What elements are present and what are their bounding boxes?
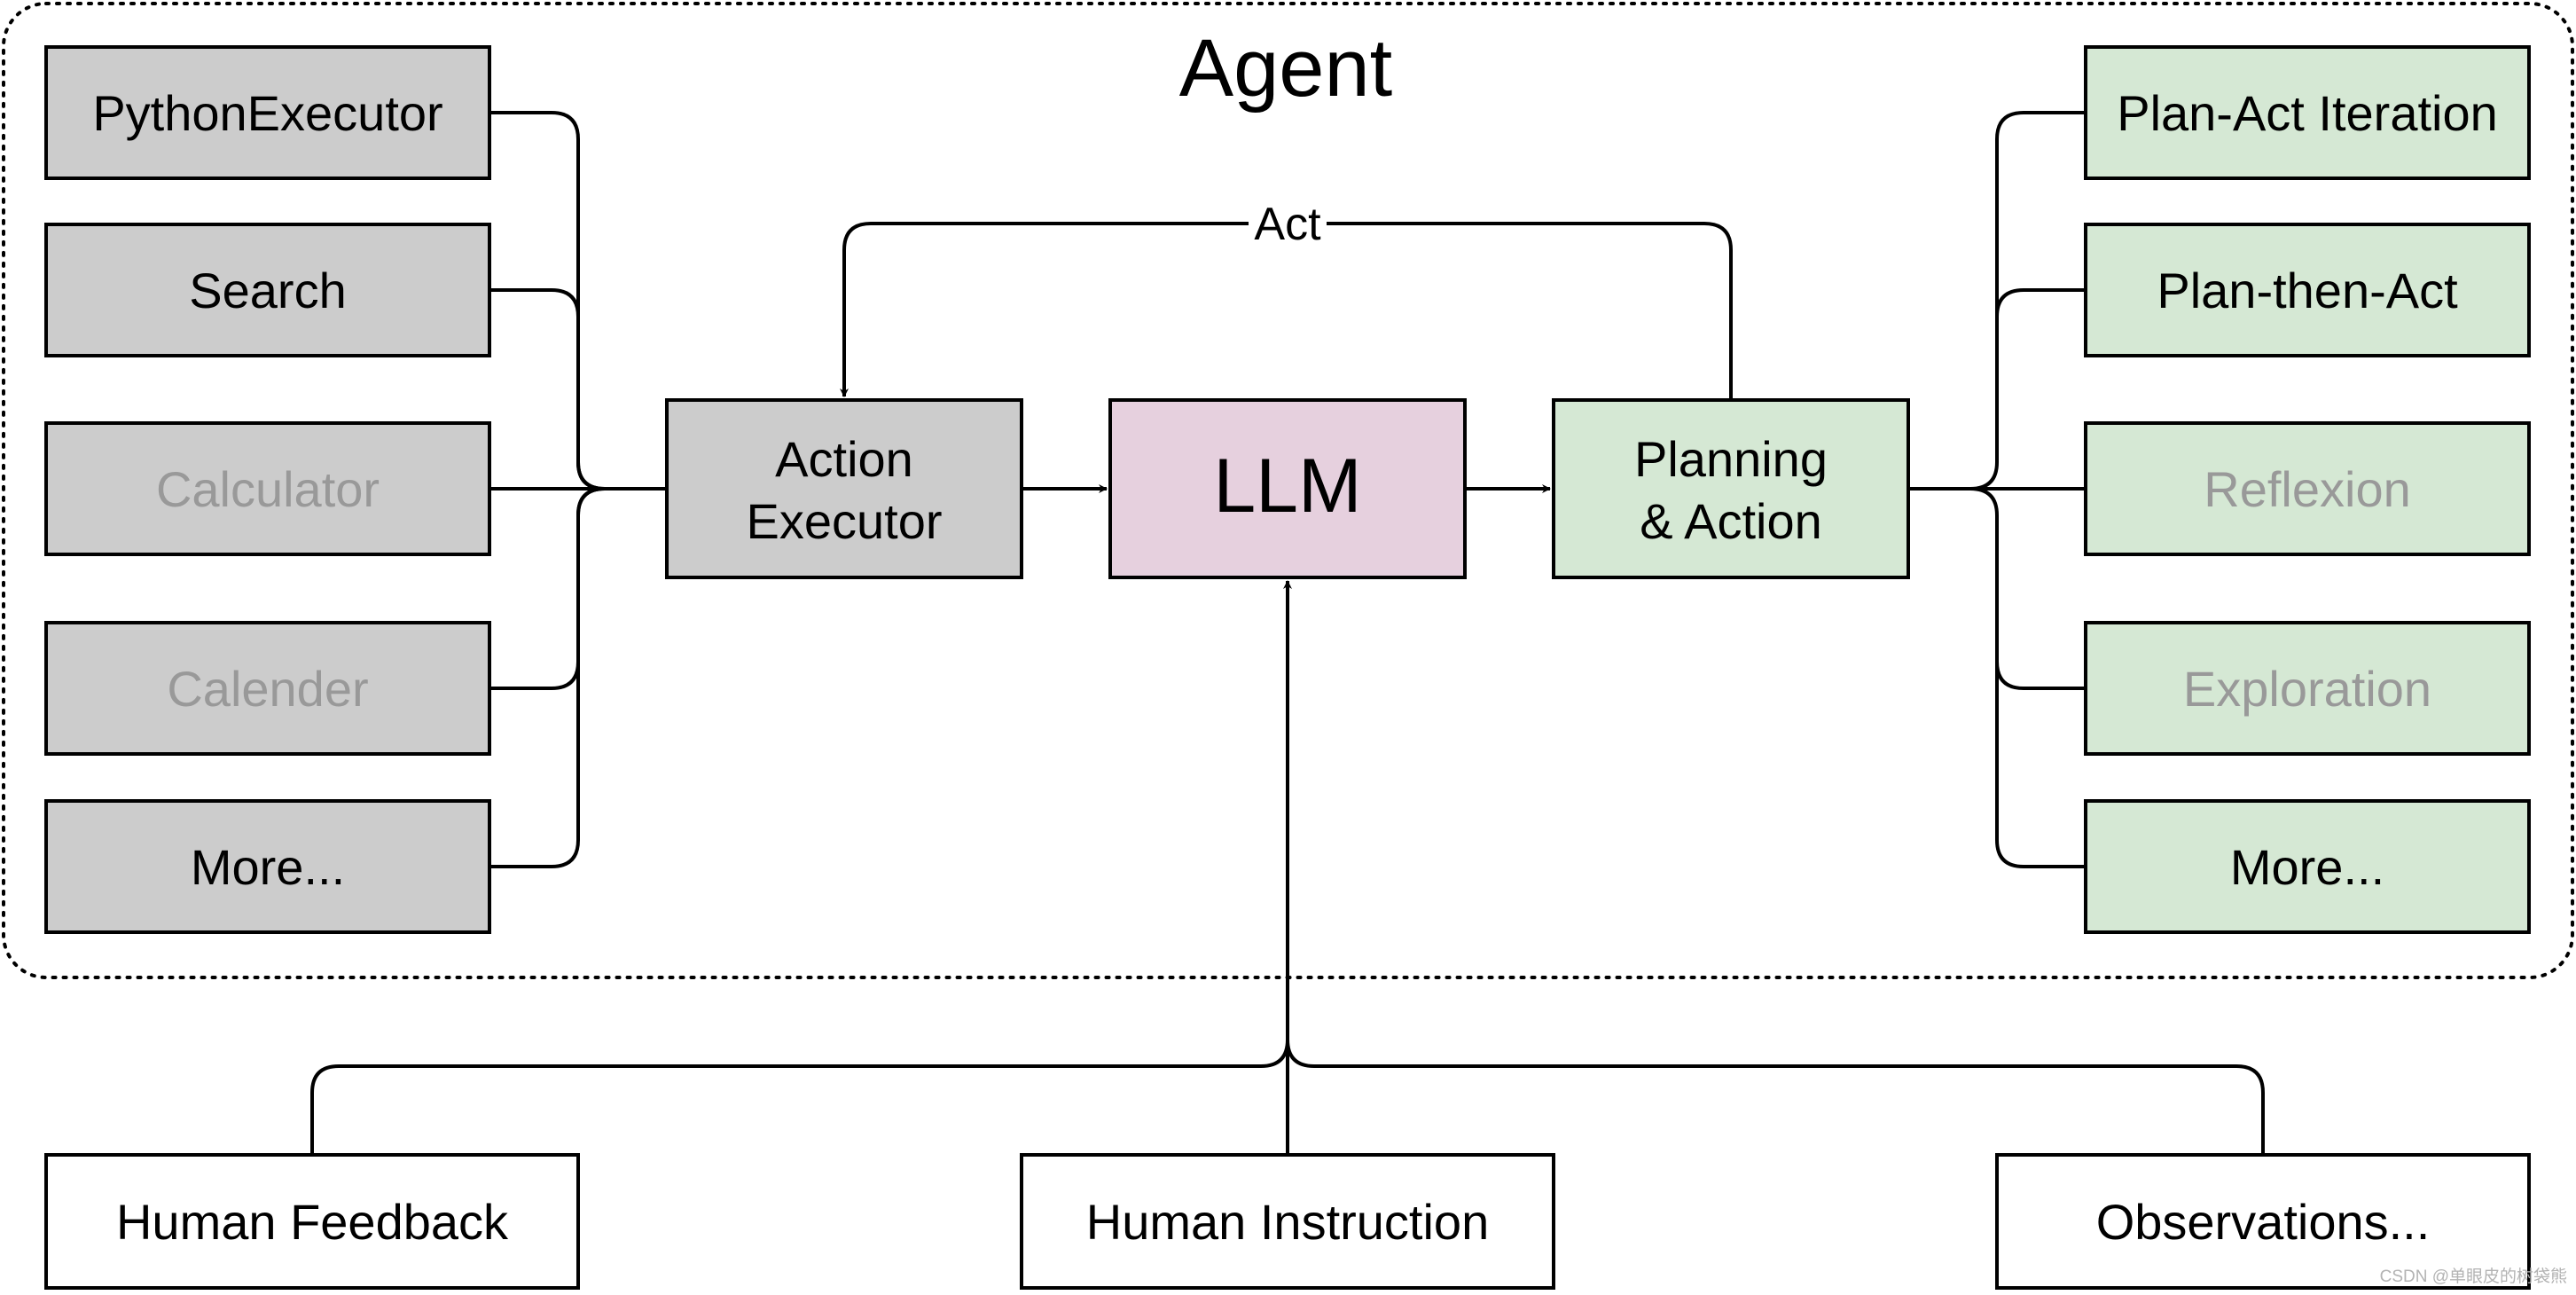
- tool-box-calculator[interactable]: Calculator: [44, 421, 491, 556]
- llm-box[interactable]: LLM: [1108, 398, 1467, 579]
- agent-title: Agent: [1179, 23, 1392, 114]
- input-box-human-instruction[interactable]: Human Instruction: [1020, 1153, 1555, 1290]
- strategy-box-plan-act-iteration[interactable]: Plan-Act Iteration: [2084, 45, 2531, 180]
- tool-label: Calculator: [156, 461, 380, 517]
- strategy-box-exploration[interactable]: Exploration: [2084, 621, 2531, 756]
- tool-label: PythonExecutor: [92, 85, 442, 141]
- llm-label: LLM: [1213, 443, 1361, 529]
- strategy-box-plan-then-act[interactable]: Plan-then-Act: [2084, 223, 2531, 357]
- strategy-connectors: [1908, 111, 2086, 868]
- tool-label: Calender: [167, 661, 368, 717]
- tool-label: Search: [189, 263, 346, 318]
- strategy-label: Plan-then-Act: [2157, 263, 2458, 318]
- tool-label: More...: [191, 839, 345, 895]
- input-box-human-feedback[interactable]: Human Feedback: [44, 1153, 580, 1290]
- strategy-label: Plan-Act Iteration: [2117, 85, 2498, 141]
- act-label-bg: [1249, 197, 1327, 250]
- input-connectors: [310, 580, 2265, 1155]
- tool-box-search[interactable]: Search: [44, 223, 491, 357]
- act-label: Act: [1254, 199, 1321, 250]
- planning-action-label-line1: Planning: [1634, 431, 1828, 487]
- tool-box-more[interactable]: More...: [44, 799, 491, 934]
- strategy-label: Exploration: [2183, 661, 2431, 717]
- strategy-box-reflexion[interactable]: Reflexion: [2084, 421, 2531, 556]
- action-executor-box[interactable]: Action Executor: [665, 398, 1023, 579]
- planning-action-box[interactable]: Planning & Action: [1552, 398, 1910, 579]
- input-label: Observations...: [2096, 1194, 2431, 1250]
- input-box-observations[interactable]: Observations...: [1995, 1153, 2531, 1290]
- planning-action-label-line2: & Action: [1640, 493, 1821, 549]
- tool-box-python-executor[interactable]: PythonExecutor: [44, 45, 491, 180]
- strategy-label: More...: [2230, 839, 2384, 895]
- action-executor-label-line1: Action: [775, 431, 913, 487]
- strategy-label: Reflexion: [2204, 461, 2410, 517]
- watermark: CSDN @单眼皮的树袋熊: [2380, 1267, 2567, 1286]
- tool-box-calender[interactable]: Calender: [44, 621, 491, 756]
- action-executor-label-line2: Executor: [747, 493, 943, 549]
- input-label: Human Feedback: [116, 1194, 509, 1250]
- tool-connectors: [489, 111, 667, 868]
- strategy-box-more[interactable]: More...: [2084, 799, 2531, 934]
- input-label: Human Instruction: [1086, 1194, 1489, 1250]
